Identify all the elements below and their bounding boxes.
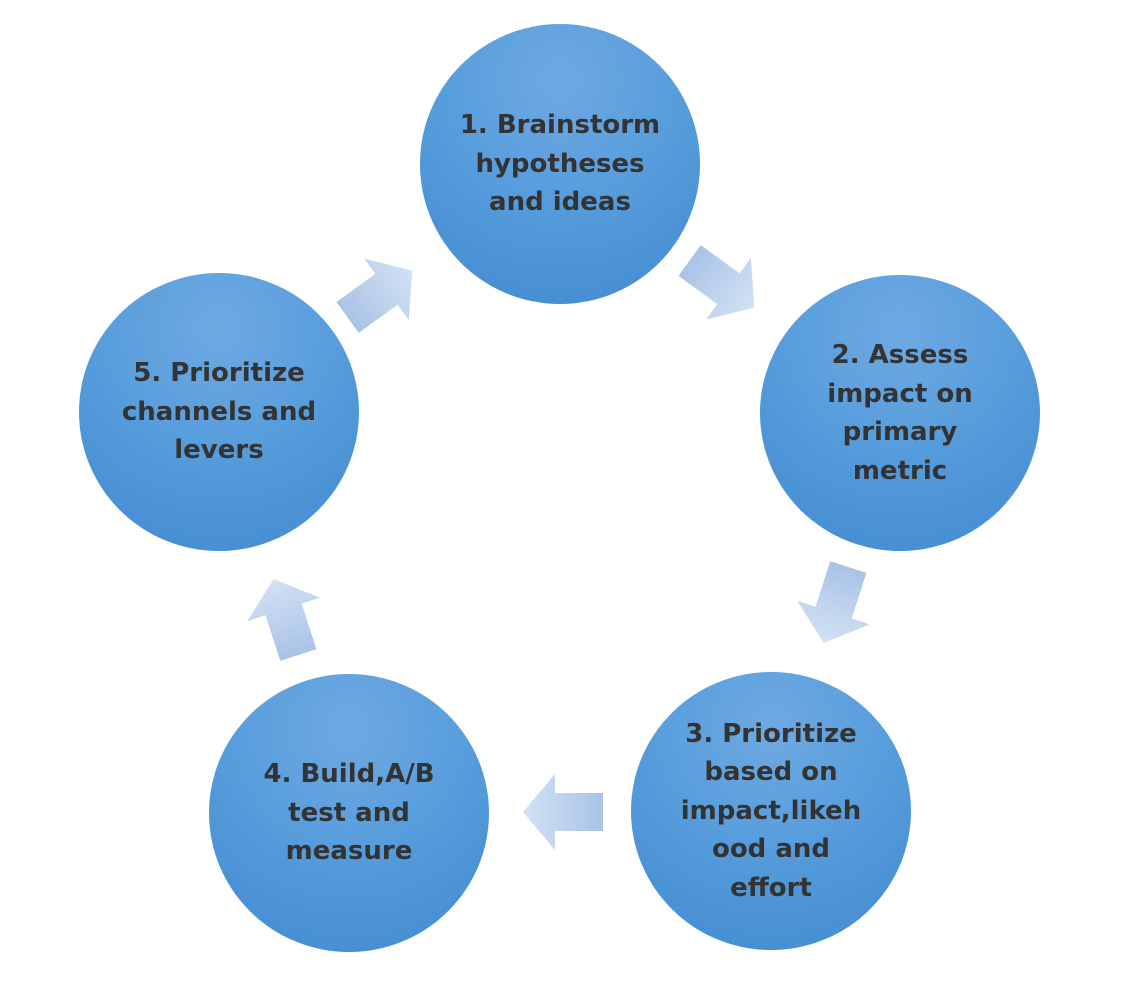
arrow-4-to-5 [247,578,320,661]
arrow-shape [523,774,603,850]
node-label-step-5: 5. Prioritize channels and levers [121,358,317,466]
node-step-2: 2. Assess impact on primary metric [760,275,1040,551]
node-step-1: 1. Brainstorm hypotheses and ideas [420,24,700,304]
node-label-step-3: 3. Prioritize based on impact,likeh ood … [680,718,862,903]
arrow-5-to-1 [336,258,413,333]
node-step-4: 4. Build,A/B test and measure [209,674,489,952]
arrow-shape [336,258,413,333]
node-step-5: 5. Prioritize channels and levers [79,273,359,551]
node-step-3: 3. Prioritize based on impact,likeh ood … [631,672,911,950]
arrow-shape [678,245,755,320]
node-label-step-4: 4. Build,A/B test and measure [263,759,435,867]
arrow-shape [797,561,870,644]
arrow-3-to-4 [523,774,603,850]
node-label-step-2: 2. Assess impact on primary metric [827,340,973,486]
node-label-step-1: 1. Brainstorm hypotheses and ideas [459,110,661,218]
arrow-2-to-3 [797,561,870,644]
arrow-1-to-2 [678,245,755,320]
arrow-shape [247,578,320,661]
